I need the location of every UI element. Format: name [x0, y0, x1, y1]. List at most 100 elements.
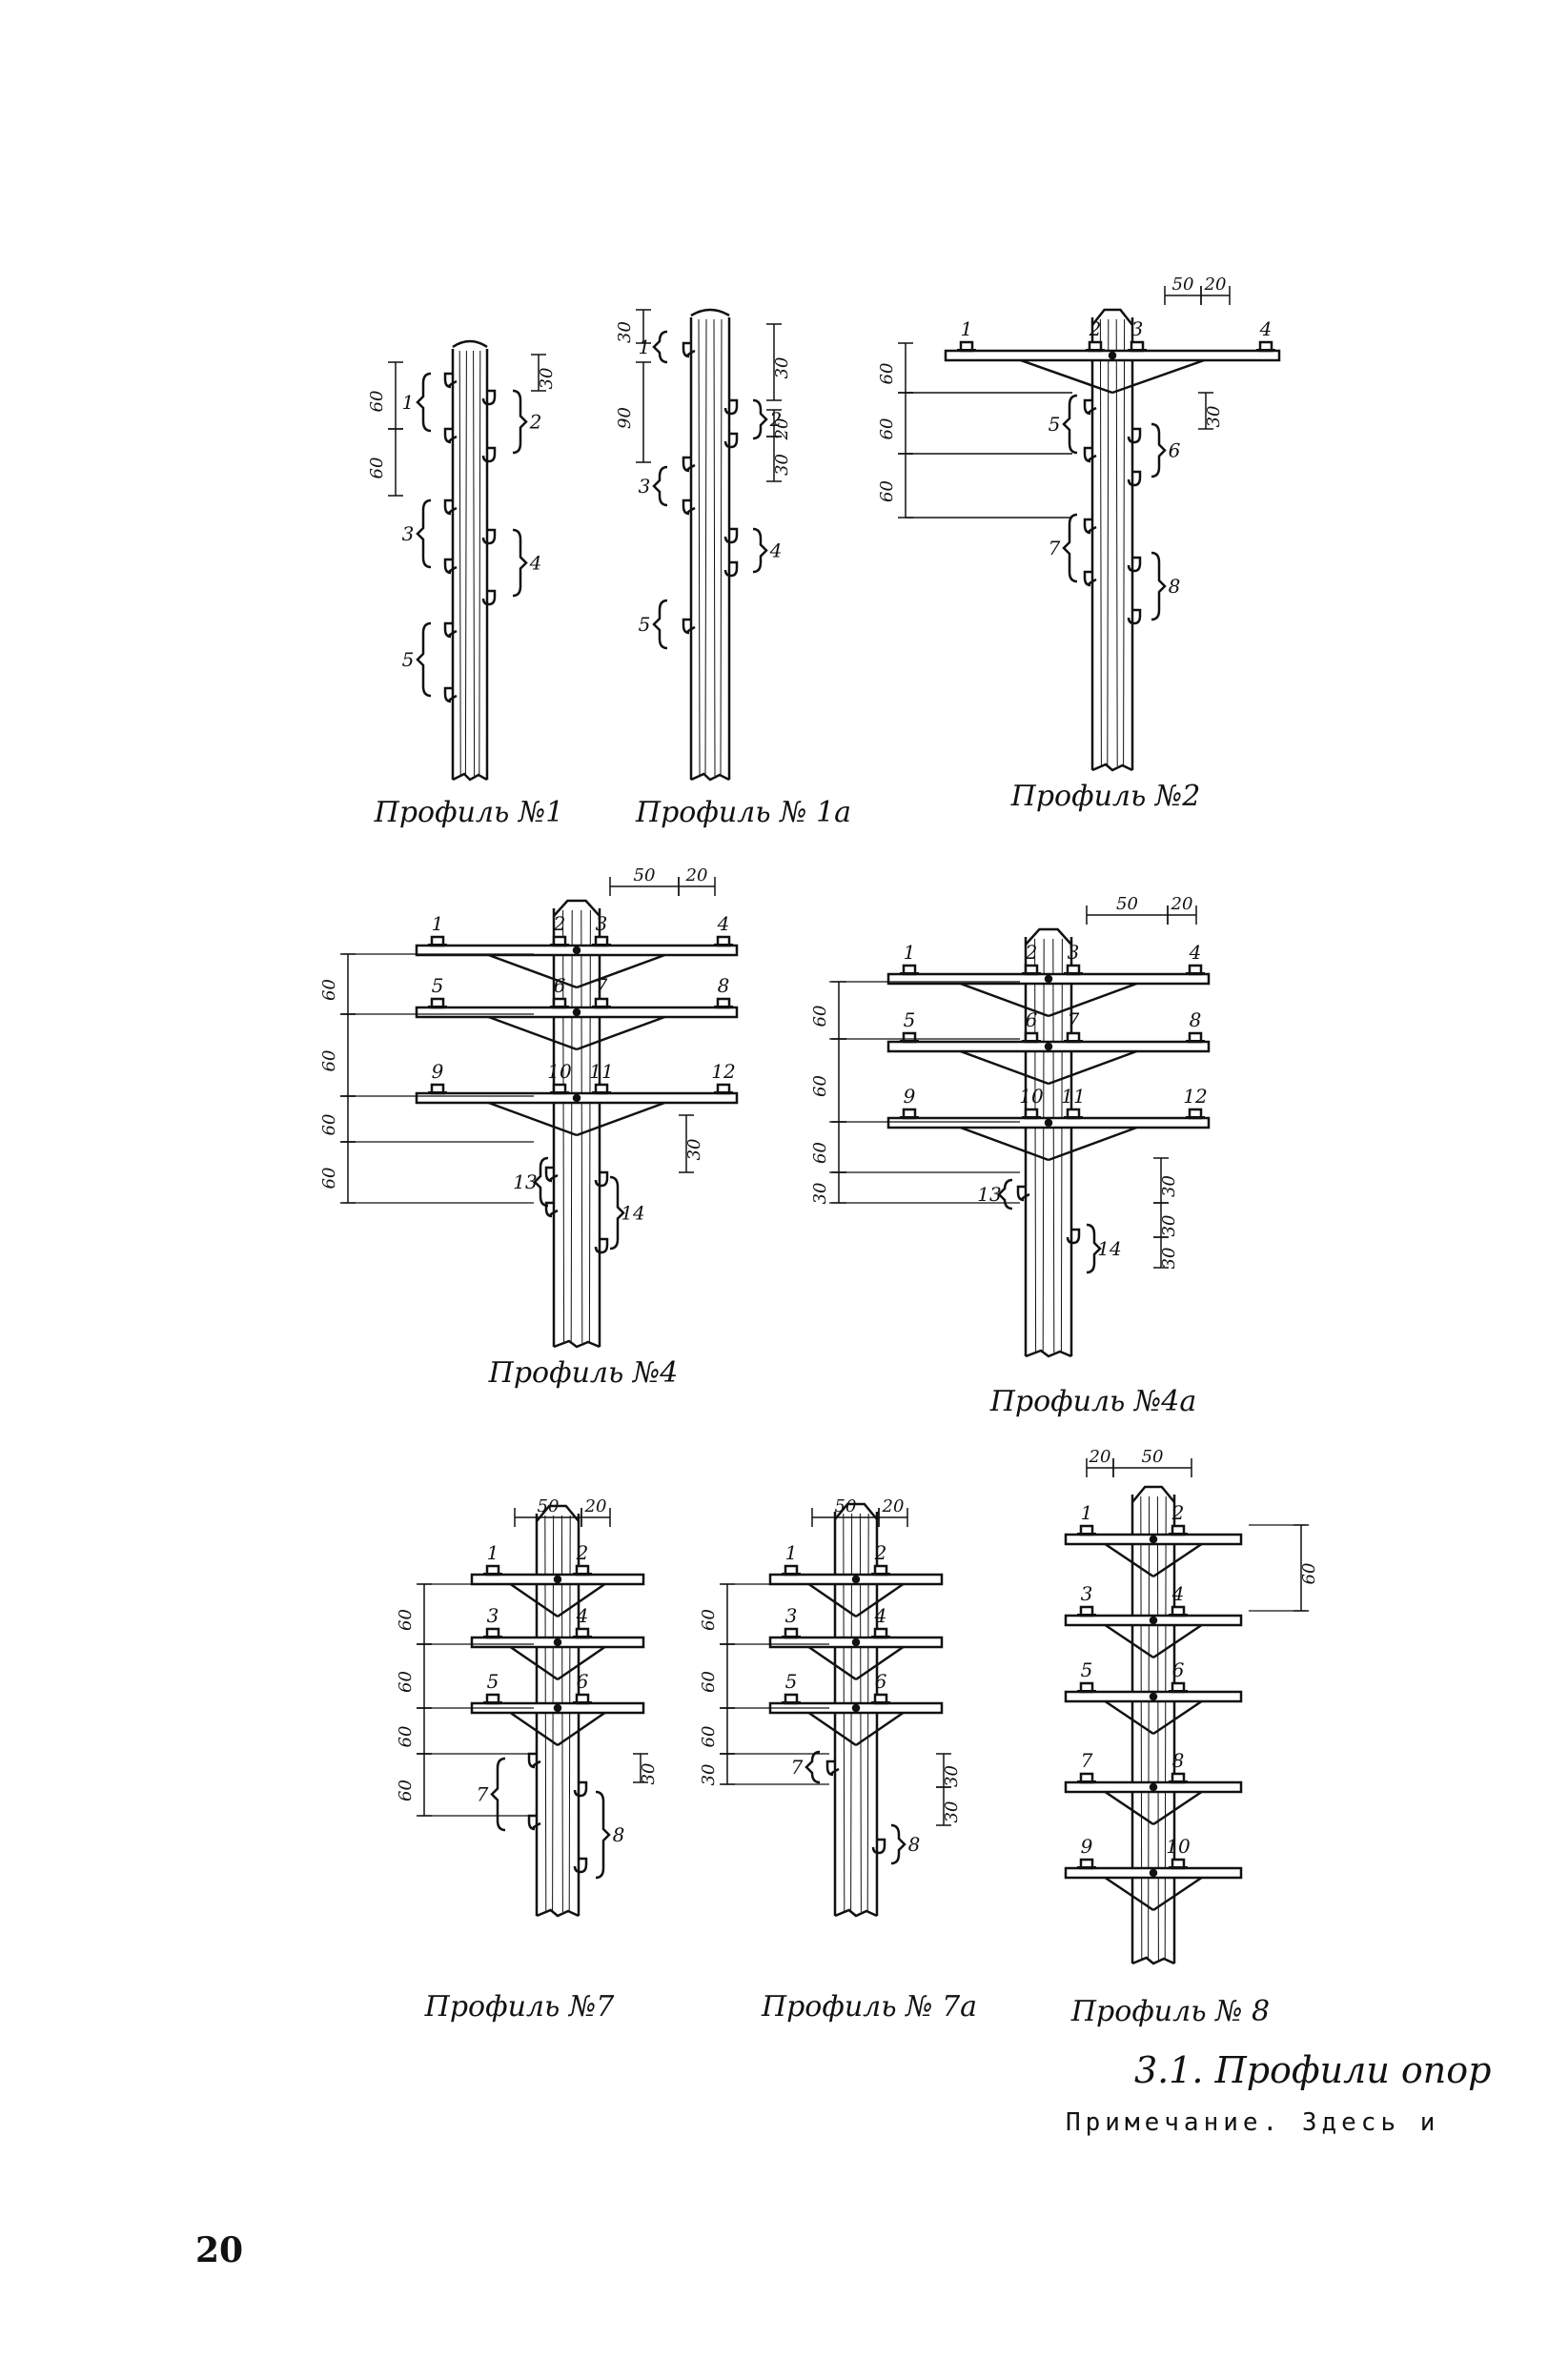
- brace-right: [855, 1645, 905, 1681]
- hook-insulator: [594, 1170, 609, 1188]
- dim-value: 60: [319, 979, 339, 1001]
- wire-number: 6: [577, 1670, 589, 1693]
- pin-insulator: 5: [900, 1008, 919, 1044]
- dim-value: 30: [1159, 1215, 1179, 1237]
- pin-insulator: 4: [573, 1604, 592, 1639]
- pole-grain: [473, 350, 476, 777]
- wire-number: 4: [874, 1604, 887, 1627]
- wire-number: 2: [1089, 317, 1102, 340]
- pole: [1090, 308, 1134, 772]
- pin-insulator: 8: [1186, 1008, 1205, 1044]
- pin-insulator: 3: [1077, 1582, 1096, 1617]
- dim-value: 20: [882, 1496, 905, 1516]
- wire-number: 3: [785, 1604, 798, 1627]
- pin-insulator: 3: [782, 1604, 801, 1639]
- hook-insulator: [825, 1760, 840, 1777]
- brace-right: [1152, 1699, 1203, 1736]
- bolt: [572, 1007, 581, 1017]
- wire-number: 10: [1019, 1085, 1044, 1108]
- pin-insulator: 12: [711, 1060, 736, 1095]
- dim-value: 20: [1089, 1447, 1111, 1467]
- group-brace: 2: [512, 389, 541, 455]
- dimension-vertical: 60: [877, 342, 913, 394]
- wire-number: 6: [875, 1670, 887, 1693]
- group-number: 14: [1097, 1237, 1121, 1260]
- dimension-vertical: 60: [810, 981, 846, 1040]
- pole-grain: [588, 909, 591, 1344]
- hook-insulator: [443, 372, 458, 389]
- pin-insulator: 2: [573, 1541, 592, 1576]
- wire-number: 2: [576, 1541, 589, 1564]
- dimension-horizontal: 20: [878, 1496, 908, 1527]
- brace-right: [855, 1711, 905, 1747]
- pin-insulator: 3: [1064, 941, 1083, 976]
- group-number: 14: [621, 1202, 644, 1225]
- pin-insulator: 2: [550, 912, 569, 947]
- dim-value: 60: [396, 1609, 416, 1631]
- wire-number: 1: [487, 1541, 499, 1564]
- wire-number: 2: [1171, 1501, 1185, 1524]
- wire-number: 1: [785, 1541, 798, 1564]
- dimension-vertical: 30: [1153, 1236, 1179, 1269]
- pin-insulator: 9: [428, 1060, 447, 1095]
- dim-value: 60: [810, 1142, 830, 1164]
- bolt: [553, 1575, 562, 1584]
- group-number: 5: [402, 648, 415, 671]
- pole-grain: [713, 318, 716, 777]
- wire-number: 8: [1190, 1008, 1202, 1031]
- pin-insulator: 8: [714, 974, 733, 1009]
- profile-caption: Профиль №7: [424, 1990, 616, 2024]
- brace-mark: [752, 527, 768, 574]
- pin-insulator: 10: [1166, 1835, 1191, 1870]
- hook-insulator: [1083, 518, 1097, 535]
- dimension-vertical: 30: [1198, 392, 1224, 430]
- wire-number: 6: [1172, 1658, 1185, 1681]
- dim-value: 60: [319, 1050, 339, 1072]
- bolt: [851, 1703, 861, 1713]
- dim-value: 50: [1116, 894, 1138, 914]
- group-brace: 8: [890, 1823, 920, 1865]
- dimension-horizontal: 20: [1167, 894, 1197, 925]
- wire-number: 5: [487, 1670, 499, 1693]
- group-number: 3: [639, 475, 651, 498]
- pin-insulator: 7: [1064, 1008, 1083, 1044]
- pole-grain: [1099, 318, 1102, 767]
- wire-number: 5: [785, 1670, 798, 1693]
- dimension-vertical: 30: [810, 1171, 846, 1204]
- pole-bottom: [452, 772, 488, 782]
- group-number: 7: [791, 1756, 804, 1779]
- brace-mark: [416, 498, 432, 569]
- brace-mark: [890, 1823, 906, 1865]
- pin-insulator: 1: [483, 1541, 502, 1576]
- brace-left: [509, 1711, 559, 1747]
- dim-value: 60: [699, 1726, 719, 1748]
- hook-insulator: [1083, 398, 1097, 416]
- brace-right: [1048, 1049, 1137, 1086]
- dimension-vertical: 30: [766, 323, 792, 401]
- dim-value: 60: [810, 1075, 830, 1097]
- dimension-vertical: 30: [633, 1753, 659, 1784]
- hook-insulator: [723, 527, 739, 544]
- brace-mark: [1151, 422, 1167, 478]
- pin-insulator: 1: [428, 912, 447, 947]
- dim-value: 60: [396, 1780, 416, 1801]
- dimension-horizontal: 20: [580, 1496, 611, 1527]
- brace-right: [855, 1582, 905, 1618]
- bolt: [553, 1638, 562, 1647]
- dim-value: 30: [1204, 406, 1224, 428]
- pole-grain: [570, 909, 573, 1344]
- bolt: [851, 1638, 861, 1647]
- brace-right: [576, 1101, 665, 1137]
- group-brace: 14: [609, 1175, 645, 1251]
- pole-top: [536, 1504, 580, 1522]
- wire-number: 4: [576, 1604, 589, 1627]
- wire-number: 10: [1166, 1835, 1191, 1858]
- wire-number: 3: [1131, 317, 1144, 340]
- brace-mark: [512, 389, 528, 455]
- pin-insulator: 11: [589, 1060, 614, 1095]
- pole-bottom: [1025, 1349, 1072, 1358]
- dim-value: 60: [1299, 1563, 1319, 1585]
